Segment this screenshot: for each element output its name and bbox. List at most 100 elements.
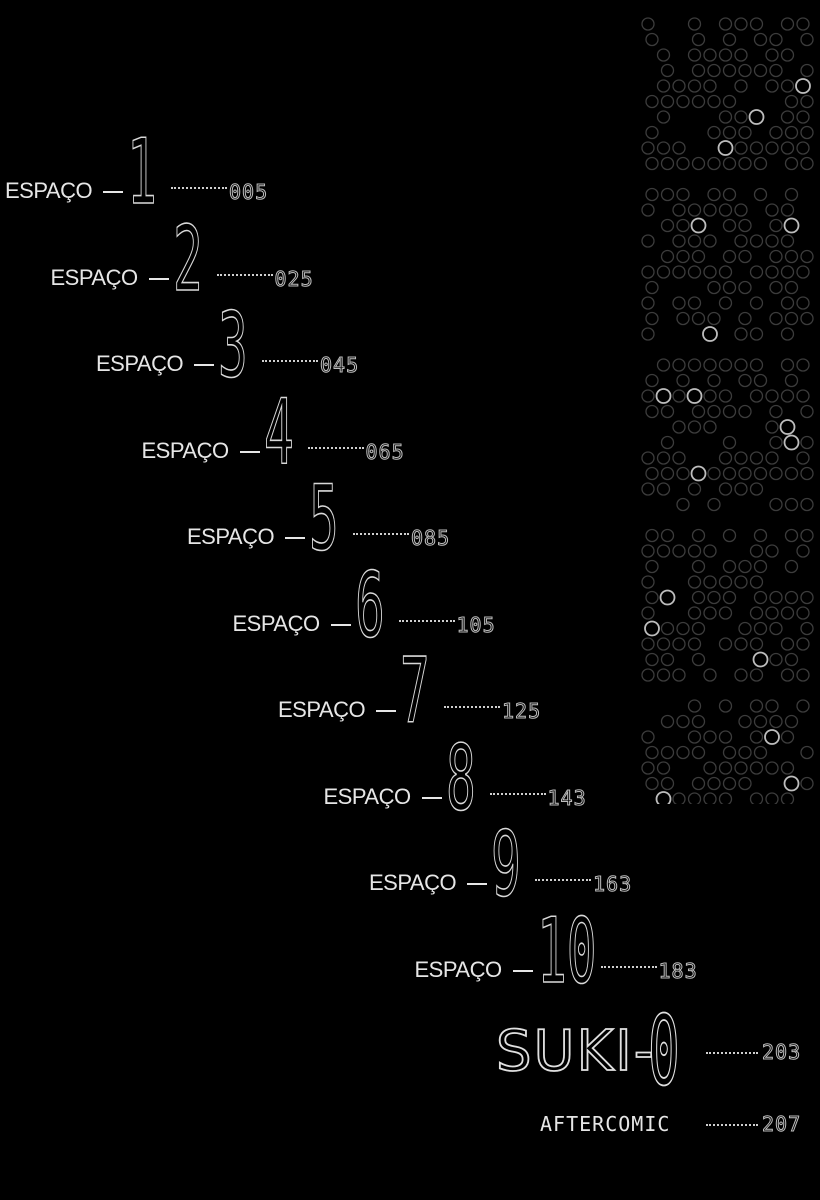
pattern-dot bbox=[764, 729, 780, 745]
pattern-dot bbox=[718, 792, 733, 804]
pattern-dot bbox=[703, 544, 717, 558]
pattern-dot bbox=[660, 404, 675, 419]
entry-label: ESPAÇO bbox=[414, 956, 503, 982]
pattern-dot bbox=[672, 141, 686, 155]
pattern-dot bbox=[691, 559, 706, 574]
pattern-dot bbox=[672, 79, 686, 93]
pattern-dot bbox=[687, 482, 702, 496]
suki-title: SUKI- bbox=[495, 1018, 656, 1085]
pattern-dot bbox=[722, 218, 737, 233]
entry-number: 6 bbox=[354, 552, 385, 658]
entry-dots bbox=[307, 446, 364, 451]
pattern-dot bbox=[687, 792, 702, 804]
pattern-dot bbox=[687, 48, 702, 62]
pattern-dot bbox=[734, 79, 748, 93]
pattern-dot bbox=[672, 420, 686, 434]
pattern-dot bbox=[718, 389, 733, 403]
pattern-dot bbox=[722, 404, 737, 419]
pattern-dot bbox=[749, 575, 764, 589]
pattern-dot bbox=[687, 637, 702, 651]
pattern-dot bbox=[749, 792, 764, 804]
pattern-dot bbox=[769, 435, 783, 450]
pattern-dot bbox=[749, 358, 764, 372]
pattern-dot bbox=[796, 358, 810, 372]
entry-dash bbox=[330, 623, 351, 626]
pattern-dot bbox=[800, 311, 814, 326]
pattern-dot bbox=[800, 776, 814, 791]
pattern-dot bbox=[687, 358, 702, 372]
pattern-dot bbox=[656, 141, 671, 155]
entry-page: 163 bbox=[592, 872, 633, 897]
pattern-dot bbox=[796, 389, 810, 403]
pattern-dot bbox=[780, 358, 795, 372]
pattern-dot bbox=[691, 311, 706, 326]
pattern-dot bbox=[645, 32, 659, 47]
pattern-dot bbox=[672, 296, 686, 310]
pattern-dot bbox=[722, 156, 737, 171]
entry-dash bbox=[239, 450, 260, 453]
pattern-dot bbox=[753, 621, 768, 636]
entry-dash bbox=[285, 537, 305, 539]
pattern-dot bbox=[703, 575, 717, 589]
pattern-dot bbox=[676, 714, 690, 729]
entry-page: 045 bbox=[319, 353, 360, 378]
pattern-dot bbox=[718, 575, 733, 589]
pattern-dot bbox=[676, 218, 690, 233]
entry-page: 125 bbox=[501, 699, 542, 724]
entry-label: ESPAÇO bbox=[232, 610, 321, 636]
pattern-dot bbox=[738, 714, 752, 729]
pattern-dot bbox=[769, 311, 783, 326]
entry-number: 2 bbox=[172, 206, 203, 312]
pattern-dot bbox=[641, 637, 655, 651]
pattern-dot bbox=[691, 714, 706, 729]
pattern-dot bbox=[718, 637, 733, 651]
pattern-dot bbox=[660, 776, 675, 791]
pattern-dot bbox=[660, 435, 675, 450]
pattern-dot bbox=[656, 544, 671, 558]
pattern-dot bbox=[676, 187, 690, 202]
pattern-dot bbox=[656, 358, 671, 372]
pattern-dot bbox=[734, 575, 748, 589]
pattern-dot bbox=[660, 621, 675, 636]
pattern-dot bbox=[691, 404, 706, 419]
pattern-dot bbox=[753, 559, 768, 574]
pattern-dot bbox=[645, 311, 659, 326]
pattern-dot bbox=[783, 217, 800, 234]
pattern-dot bbox=[660, 745, 675, 760]
pattern-dot bbox=[641, 327, 655, 341]
pattern-dot bbox=[780, 792, 795, 804]
pattern-dot bbox=[765, 389, 779, 403]
pattern-dot bbox=[690, 217, 707, 234]
entry-label: ESPAÇO bbox=[50, 264, 139, 290]
entry-number: 8 bbox=[445, 725, 476, 831]
pattern-dot bbox=[734, 203, 748, 217]
pattern-dot bbox=[656, 637, 671, 651]
pattern-dot bbox=[753, 745, 768, 760]
pattern-dot bbox=[703, 389, 717, 403]
pattern-dot bbox=[691, 249, 706, 264]
pattern-dot bbox=[784, 187, 799, 202]
pattern-dot bbox=[691, 94, 706, 109]
entry-number: 7 bbox=[400, 639, 431, 744]
pattern-dot bbox=[753, 714, 768, 729]
pattern-dot bbox=[672, 234, 686, 248]
pattern-dot bbox=[780, 606, 795, 620]
pattern-dot bbox=[734, 761, 748, 775]
pattern-dot bbox=[722, 776, 737, 791]
pattern-dot bbox=[769, 497, 783, 512]
entry-page: 025 bbox=[274, 266, 314, 291]
pattern-dot bbox=[738, 125, 752, 140]
pattern-dot bbox=[722, 590, 737, 605]
pattern-dot bbox=[765, 265, 779, 279]
pattern-dot bbox=[738, 466, 752, 481]
pattern-dot bbox=[779, 419, 796, 435]
pattern-dot bbox=[748, 109, 765, 125]
entry-dash bbox=[512, 969, 533, 972]
pattern-dot bbox=[645, 280, 659, 295]
pattern-dot bbox=[722, 745, 737, 760]
pattern-dot bbox=[780, 637, 795, 651]
pattern-dot bbox=[718, 110, 733, 124]
pattern-dot bbox=[749, 17, 764, 31]
